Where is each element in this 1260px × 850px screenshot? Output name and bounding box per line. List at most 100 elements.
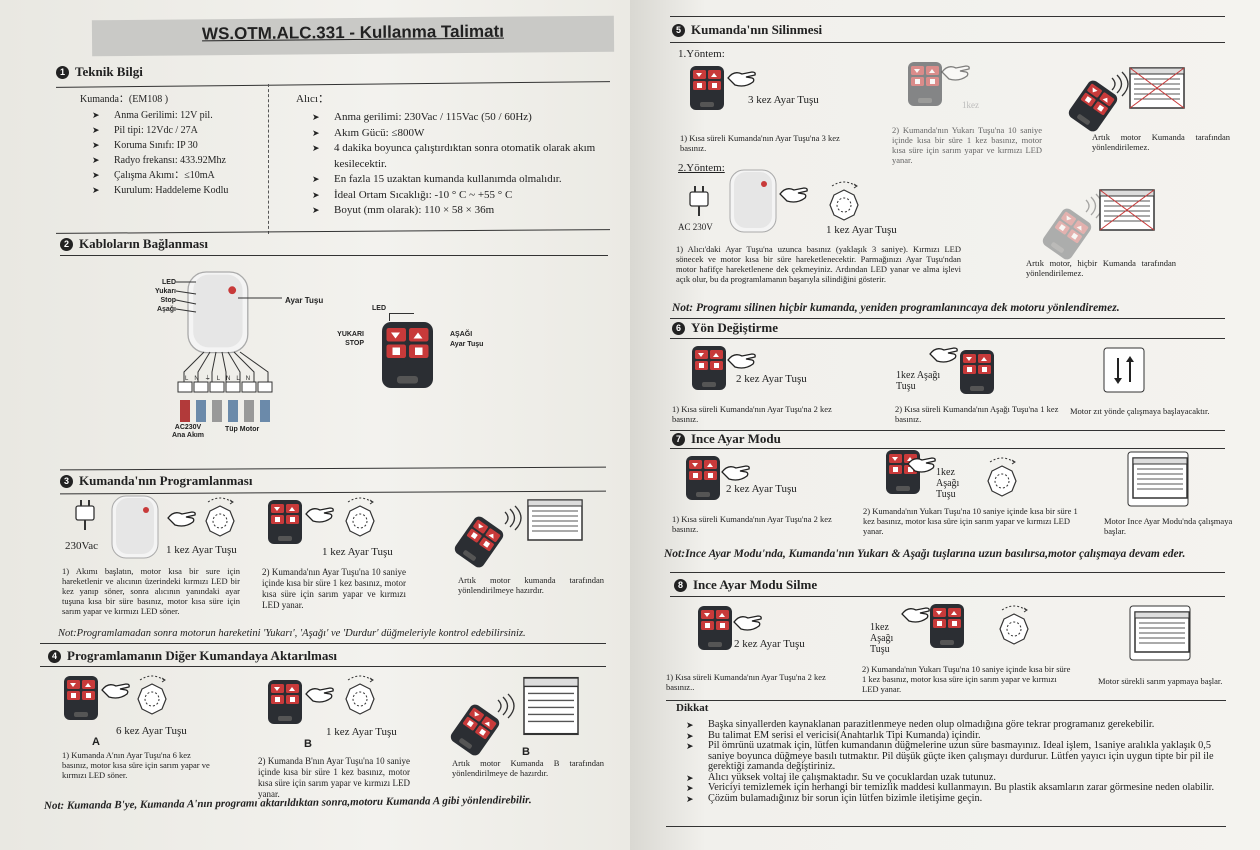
remote-spec-item: Kurulum: Haddeleme Kodlu xyxy=(92,183,270,198)
down-label: Aşağı xyxy=(156,306,176,313)
shutter-crossed-icon xyxy=(1129,67,1185,109)
motor-dial-icon xyxy=(137,675,167,715)
set-button-label: Ayar Tuşu xyxy=(285,296,324,305)
motor-dial-icon xyxy=(205,497,235,537)
program-step-3: Artık motor kumanda tarafından yönlendir… xyxy=(458,575,604,595)
remote-a-label: A xyxy=(92,736,100,748)
section-number: 3 xyxy=(60,475,73,488)
warning-item: Başka sinyallerden kaynaklanan parazitle… xyxy=(686,719,1226,731)
receiver-spec-item: 4 dakika boyunca çalıştırdıktan sonra ot… xyxy=(312,141,596,172)
section-heading: Ince Ayar Modu xyxy=(691,431,781,446)
delete-m2-step-1: 1) Alıcı'daki Ayar Tuşu'na uzunca basını… xyxy=(676,244,961,284)
remote-spec-item: Pil tipi: 12Vdc / 27A xyxy=(92,123,270,138)
terminal-label: ⏚ xyxy=(204,376,217,382)
remote-spec-item: Çalışma Akımı：≤10mA xyxy=(92,168,270,183)
remote-icon xyxy=(268,500,302,544)
remote-up-label: YUKARI xyxy=(337,331,364,338)
shutter-icon xyxy=(1129,605,1191,661)
ac-label: AC230V xyxy=(174,424,202,431)
terminal-labels: LN⏚LNLN xyxy=(185,373,256,382)
motor-dial-icon xyxy=(987,457,1017,497)
led-label: LED xyxy=(162,279,176,286)
warning-item: Pil ömrünü uzatmak için, lütfen kumandan… xyxy=(686,740,1226,773)
press-down-label: 1kez Aşağı Tuşu xyxy=(870,622,894,655)
receiver-wiring-diagram xyxy=(175,271,282,422)
remote-b-label: B xyxy=(304,738,312,750)
press-down-label: 1kez Aşağı Tuşu xyxy=(936,467,960,500)
press-once-label: 1 kez Ayar Tuşu xyxy=(826,224,897,236)
section-heading: Kumanda'nın Silinmesi xyxy=(691,22,823,37)
motor-dial-icon xyxy=(999,605,1029,645)
remote-spec-item: Anma Gerilimi: 12V pil. xyxy=(92,108,270,123)
voltage-label: 230Vac xyxy=(65,540,98,552)
transfer-note: Not: Kumanda B'ye, Kumanda A'nın program… xyxy=(43,794,532,812)
transfer-step-1: 1) Kumanda A'nın Ayar Tuşu'na 6 kez bası… xyxy=(62,750,210,780)
direction-step-2: 2) Kısa süreli Kumanda'nın Aşağı Tuşu'na… xyxy=(895,404,1059,424)
remote-led-label: LED xyxy=(372,305,386,312)
remote-icon xyxy=(692,346,726,390)
doc-title: WS.OTM.ALC.331 - Kullanma Talimatı xyxy=(201,21,505,44)
remote-icon xyxy=(698,606,732,650)
receiver-spec-head: Alıcı： xyxy=(296,93,329,105)
press-once-label: 1 kez Ayar Tuşu xyxy=(322,546,393,558)
press-down-label: 1kez Aşağı Tuşu xyxy=(896,370,941,392)
hand-icon xyxy=(305,507,334,523)
up-label: Yukarı xyxy=(154,288,176,295)
section-number: 6 xyxy=(672,322,685,335)
remote-spec-head: Kumanda：(EM108 ) xyxy=(80,94,169,105)
section-number: 1 xyxy=(56,66,69,79)
hand-icon xyxy=(167,511,196,527)
warning-list: Başka sinyallerden kaynaklanan parazitle… xyxy=(686,719,1226,805)
hand-icon xyxy=(733,615,762,631)
terminal-label: L xyxy=(236,376,246,382)
remote-tilted-icon xyxy=(1066,78,1120,134)
hand-icon xyxy=(907,457,936,473)
fine-delete-step-3: Motor sürekli sarım yapmaya başlar. xyxy=(1098,676,1223,686)
section-heading: Ince Ayar Modu Silme xyxy=(693,577,818,592)
remote-left-labels: YUKARI STOP xyxy=(332,330,364,348)
receiver-spec-item: Anma gerilimi: 230Vac / 115Vac (50 / 60H… xyxy=(312,110,596,126)
delete-m2-step-3: Artık motor, hiçbir Kumanda tarafından y… xyxy=(1026,258,1176,278)
remote-right-labels: AŞAĞI Ayar Tuşu xyxy=(450,330,483,350)
method-1-label: 1.Yöntem: xyxy=(678,48,725,60)
press-once-label: 1 kez Ayar Tuşu xyxy=(326,726,397,738)
signal-waves-icon xyxy=(504,505,522,531)
terminal-label: L xyxy=(216,376,227,382)
method-2-label: 2.Yöntem: xyxy=(678,162,725,174)
title-banner: WS.OTM.ALC.331 - Kullanma Talimatı xyxy=(91,15,615,57)
remote-diagram xyxy=(382,322,433,388)
hand-icon xyxy=(941,65,970,81)
shutter-crossed-icon xyxy=(1099,189,1155,231)
signal-waves-icon xyxy=(497,693,515,719)
receiver-spec-block: Alıcı： Anma gerilimi: 230Vac / 115Vac (5… xyxy=(296,92,596,219)
terminal-label: N xyxy=(245,376,257,382)
remote-tilted-faded-icon xyxy=(1040,206,1094,262)
remote-tilted-icon xyxy=(452,514,506,570)
remote-icon xyxy=(690,66,724,110)
receiver-spec-item: En fazla 15 uzaktan kumanda kullanımda o… xyxy=(312,172,596,188)
terminal-label: L xyxy=(185,376,195,382)
receiver-icon xyxy=(729,169,777,233)
mains-label: AC230V Ana Akım xyxy=(168,424,208,440)
hand-icon xyxy=(779,187,808,203)
direction-step-1: 1) Kısa süreli Kumanda'nın Ayar Tuşu'na … xyxy=(672,404,832,424)
remote-spec-item: Radyo frekansı: 433.92Mhz xyxy=(92,153,270,168)
motor-dial-icon xyxy=(345,497,375,537)
remote-spec-item: Koruma Sınıfı: IP 30 xyxy=(92,138,270,153)
program-step-1: 1) Akımı başlatın, motor kısa bir sure i… xyxy=(62,566,240,616)
stop-label: Stop xyxy=(160,297,176,304)
section-number: 4 xyxy=(48,650,61,663)
remote-spec-list: Anma Gerilimi: 12V pil.Pil tipi: 12Vdc /… xyxy=(92,108,270,198)
delete-note: Not: Programı silinen hiçbir kumanda, ye… xyxy=(672,302,1120,314)
warning-item: Çözüm bulamadığınız bir sorun için lütfe… xyxy=(686,793,1226,805)
plug-icon xyxy=(75,499,95,531)
transfer-step-2: 2) Kumanda B'nın Ayar Tuşu'na 10 saniye … xyxy=(258,756,410,799)
section-heading: Yön Değiştirme xyxy=(691,320,779,335)
hand-icon xyxy=(101,683,130,699)
warning-item: Vericiyi temizlemek için herhangi bir te… xyxy=(686,782,1226,794)
